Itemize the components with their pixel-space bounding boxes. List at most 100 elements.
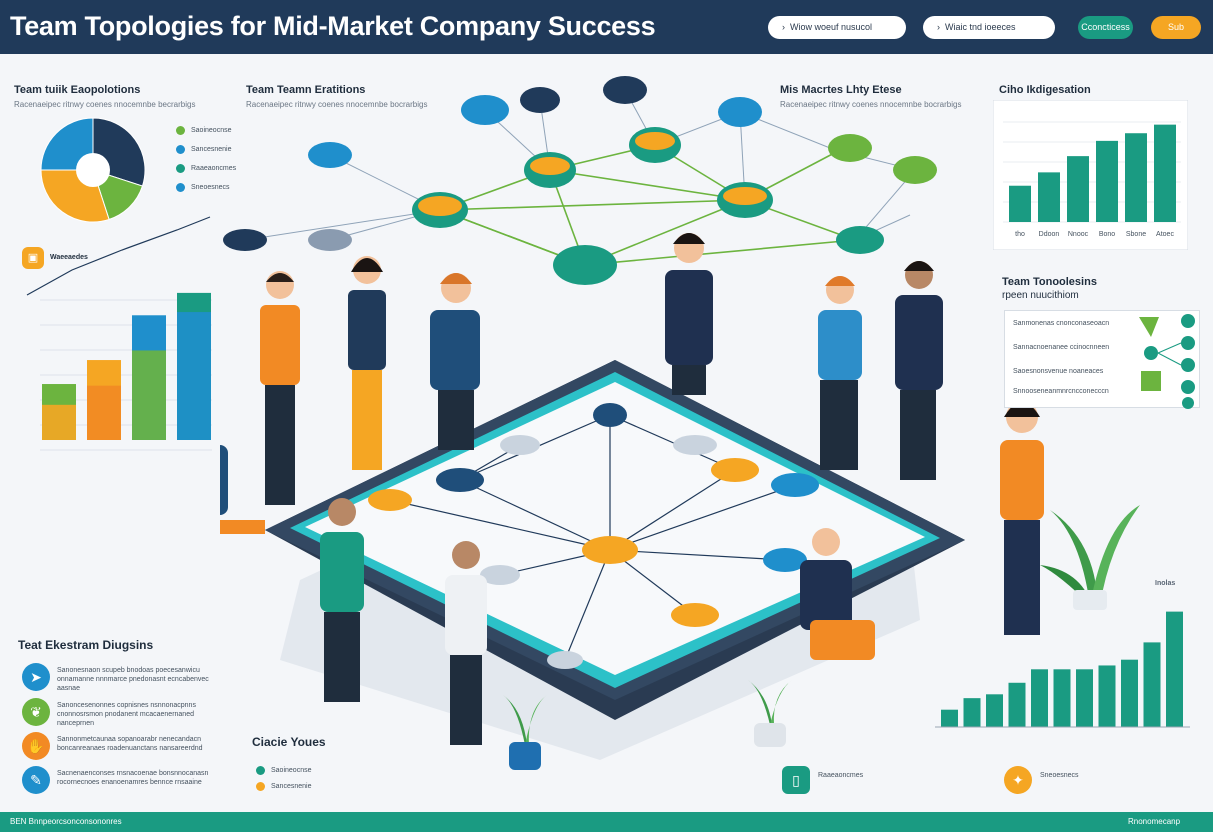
- list-item-1: Sanonesnaon scupeb bnodoas poecesanwicu …: [57, 667, 209, 692]
- legend-dot-orange: [256, 782, 265, 791]
- footer-right-text: Rnonomecanp: [1128, 817, 1181, 826]
- growth-bar-chart: [26, 216, 212, 451]
- table-surface: [305, 382, 925, 675]
- teal-header-button[interactable]: Cconcticess: [1078, 16, 1133, 39]
- network-minor-edges: [244, 89, 916, 241]
- legend-item: Sancesnenie: [176, 145, 231, 154]
- top-center-panel-title: Team Teamn Eratitions: [246, 84, 366, 96]
- potted-plant-small: [748, 680, 792, 747]
- bottom-right-chart-label: Inolas: [1155, 580, 1176, 587]
- bottom-right-bar-chart: [935, 611, 1190, 728]
- br-bar-f: [1053, 669, 1071, 727]
- legend-dot: [176, 164, 185, 173]
- tr-tick-label: Atoec: [1156, 231, 1174, 238]
- team-network-illustration: [220, 76, 965, 760]
- legend-item: Sneoesnecs: [176, 183, 230, 192]
- org-node-diagram: [1139, 314, 1195, 409]
- search-input-2-text: Wiaic tnd ioeeces: [945, 22, 1016, 32]
- top-right-center-panel-subtitle: Racenaeipec ritnwy coenes nnocemnbe bocr…: [780, 100, 962, 109]
- br-bar-c: [986, 694, 1003, 727]
- plant-right: [1040, 505, 1140, 610]
- br-bar-g: [1076, 669, 1093, 727]
- top-left-panel-title: Team tuiik Eaopolotions: [14, 84, 141, 96]
- growth-bar-lower-Q3: [132, 350, 166, 440]
- bottom-center-panel-title: Ciacie Youes: [252, 735, 326, 749]
- legend-dot: [176, 183, 185, 192]
- rocket-icon: ➤: [22, 663, 50, 691]
- pie-center-hole: [76, 153, 110, 187]
- chevron-icon: ›: [937, 22, 940, 32]
- top-left-panel-subtitle: Racenaeipec ritnwy coenes nnocemnbe becr…: [14, 100, 196, 109]
- bottom-center-legend-1-text: Saoineocnse: [271, 767, 312, 774]
- search-input-1[interactable]: ›Wiow woeuf nusucol: [768, 16, 906, 39]
- top-right-chart-title: Ciho Ikdigesation: [999, 84, 1091, 96]
- search-input-2[interactable]: › Wiaic tnd ioeeces: [923, 16, 1055, 39]
- org-list-item-1: Sanmonenas cnonconaseoacn: [1013, 320, 1110, 327]
- br-bar-b: [963, 698, 981, 727]
- legend-dot-teal: [256, 766, 265, 775]
- top-center-panel-subtitle: Racenaeipec ritnwy coenes nnocemnbe bocr…: [246, 100, 428, 109]
- legend-label: Raaeaoncmes: [191, 165, 237, 172]
- tr-bar-Atoec: [1154, 124, 1176, 222]
- distribution-pie-chart: [40, 117, 146, 223]
- right-mid-panel-subtitle: rpeen nuucithiom: [1002, 290, 1079, 301]
- list-item-2: Sanoncesenonnes copnisnes nsnnonacpnns c…: [57, 702, 196, 727]
- bottom-right-item-2: Sneoesnecs: [1040, 772, 1079, 779]
- br-bar-a: [941, 709, 958, 727]
- search-input-1-text: Wiow woeuf nusucol: [790, 22, 873, 32]
- org-list-item-2: Sannacnoenanee ccinocnneen: [1013, 344, 1110, 351]
- device-icon: ▯: [782, 766, 810, 794]
- br-bar-i: [1121, 659, 1138, 727]
- top-left-badge-label: Waeeaedes: [50, 254, 88, 261]
- br-bar-e: [1031, 669, 1048, 727]
- hand-icon: ✋: [22, 732, 50, 760]
- bottom-center-legend-2-text: Sancesnenie: [271, 783, 312, 790]
- bottom-center-legend-1: Saoineocnse: [256, 766, 311, 775]
- network-nodes: [223, 76, 937, 285]
- tr-bar-Ddoon: [1038, 172, 1060, 222]
- right-mid-panel-title: Team Tonoolesins: [1002, 276, 1097, 288]
- growth-bar-lower-Q1: [42, 404, 76, 440]
- br-bar-j: [1143, 642, 1161, 727]
- people-group: [220, 233, 943, 745]
- tool-icon: ✎: [22, 766, 50, 794]
- legend-dot: [176, 126, 185, 135]
- leaf-icon: ❦: [22, 698, 50, 726]
- pie-slice-blue: [40, 117, 94, 171]
- org-list-item-3: Saoesnonsvenue noaneaces: [1013, 368, 1104, 375]
- tr-bar-Bono: [1096, 140, 1118, 222]
- legend-item: Saoineocnse: [176, 126, 231, 135]
- org-list-item-4: Snnooseneanmnrcncconecccn: [1013, 388, 1109, 395]
- top-right-center-panel-title: Mis Macrtes Lhty Etese: [780, 84, 902, 96]
- orange-header-button[interactable]: Sub: [1151, 16, 1201, 39]
- list-item-4: Sacnenaenconses rnsnacoenae bonsnnocanas…: [57, 770, 209, 786]
- tr-tick-label: Ddoon: [1039, 231, 1060, 238]
- footer-left-text: BEN Bnnpeorcsonconsononres: [10, 817, 122, 826]
- tr-tick-label: tho: [1015, 231, 1025, 238]
- legend-label: Sneoesnecs: [191, 184, 230, 191]
- growth-bar-lower-Q2: [87, 385, 121, 440]
- trend-line: [26, 216, 211, 296]
- growth-bar-lower-Q4: [177, 312, 211, 440]
- bottom-right-item-1: Raaeaoncmes: [818, 772, 864, 779]
- legend-item: Raaeaoncmes: [176, 164, 236, 173]
- header-bar: Team Topologies for Mid-Market Company S…: [0, 0, 1213, 54]
- page-title: Team Topologies for Mid-Market Company S…: [10, 11, 656, 41]
- br-bar-h: [1098, 665, 1116, 727]
- tr-bar-tho: [1009, 185, 1031, 222]
- br-bar-k: [1166, 611, 1183, 727]
- tr-bar-Nnooc: [1067, 156, 1089, 222]
- bottom-left-panel-title: Teat Ekestram Diugsins: [18, 638, 154, 652]
- table-network-nodes: [368, 403, 819, 669]
- tr-tick-label: Sbone: [1126, 231, 1146, 238]
- tr-bar-Sbone: [1125, 133, 1147, 222]
- tr-tick-label: Bono: [1099, 231, 1115, 238]
- footer-bar: BEN Bnnpeorcsonconsononres Rnonomecanp: [0, 812, 1213, 832]
- org-chart-card: Sanmonenas cnonconaseoacn Sannacnoenanee…: [1004, 310, 1200, 409]
- network-edges: [439, 144, 856, 266]
- legend-label: Saoineocnse: [191, 127, 232, 134]
- br-bar-d: [1008, 682, 1026, 727]
- standing-person-right: [1000, 401, 1044, 635]
- potted-plant-blue: [503, 695, 547, 770]
